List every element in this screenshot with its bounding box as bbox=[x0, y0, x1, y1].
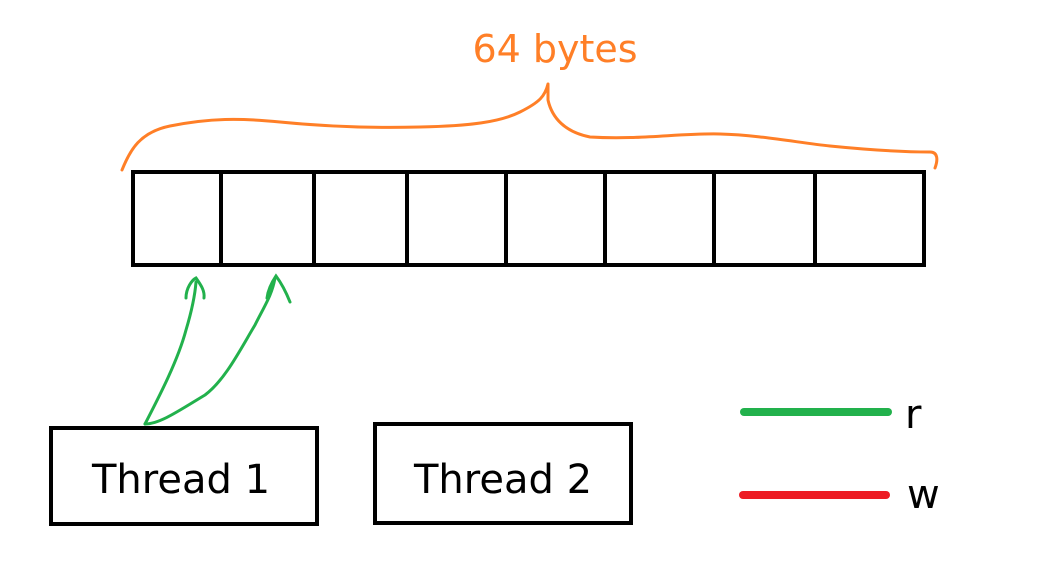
size-label: 64 bytes bbox=[472, 27, 637, 71]
read-arrow bbox=[143, 276, 206, 426]
cache-cell-3 bbox=[312, 170, 409, 267]
cache-cell-8 bbox=[813, 170, 926, 267]
read-arrow bbox=[143, 273, 292, 426]
legend-read-label: r bbox=[905, 392, 922, 438]
cache-cell-4 bbox=[405, 170, 508, 267]
cache-cell-6 bbox=[603, 170, 716, 267]
cache-cell-2 bbox=[219, 170, 316, 267]
size-brace bbox=[120, 82, 939, 172]
thread-2-box bbox=[373, 422, 633, 525]
cache-cell-7 bbox=[712, 170, 817, 267]
cache-cell-1 bbox=[131, 170, 223, 267]
thread-1-label: Thread 1 bbox=[91, 457, 270, 503]
cache-line bbox=[131, 170, 926, 267]
legend: r w bbox=[739, 392, 940, 518]
thread-2-label: Thread 2 bbox=[413, 457, 592, 503]
thread-1-box bbox=[49, 426, 319, 526]
cache-cell-5 bbox=[504, 170, 607, 267]
legend-write-label: w bbox=[907, 472, 940, 518]
